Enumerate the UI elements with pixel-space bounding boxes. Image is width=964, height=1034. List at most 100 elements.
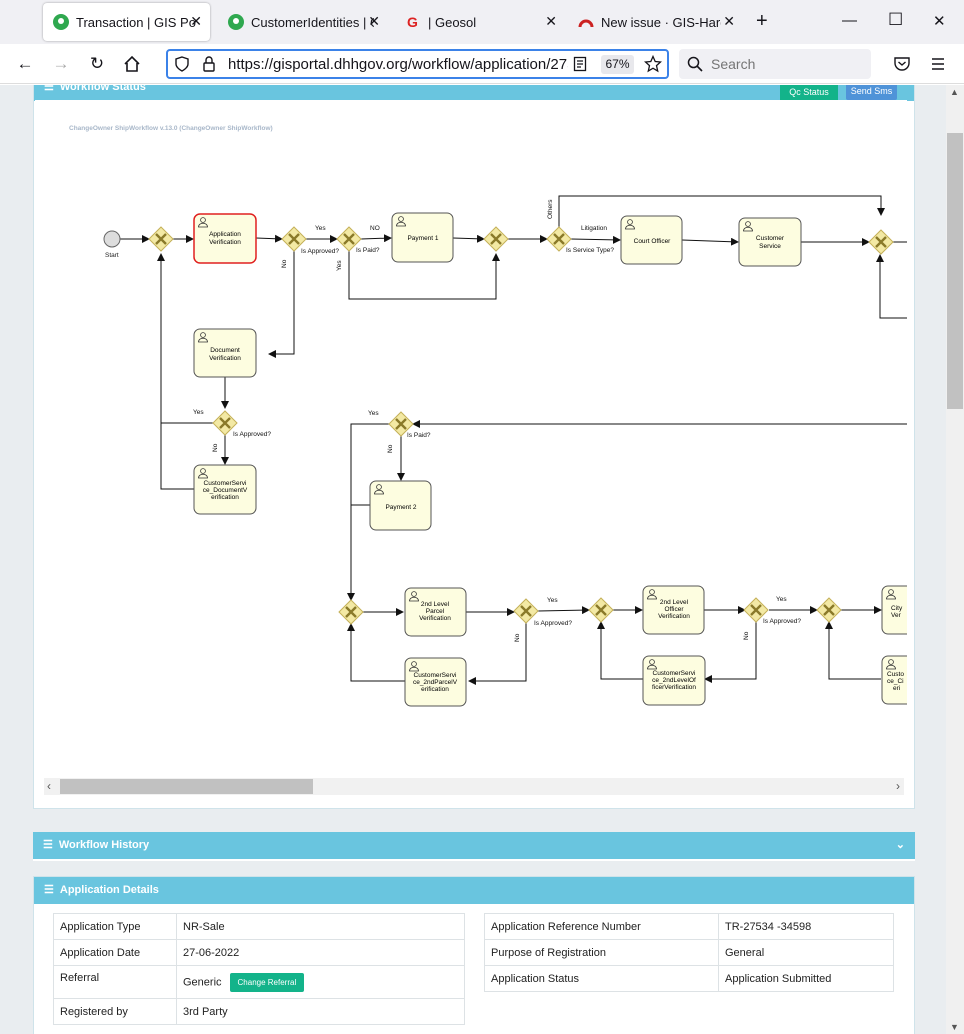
svg-text:G: G <box>407 14 418 30</box>
close-tab-icon[interactable]: ✕ <box>545 13 557 29</box>
svg-text:Document: Document <box>210 347 240 354</box>
application-details-header[interactable]: ☰Application Details <box>34 877 914 904</box>
scroll-left-icon[interactable]: ‹ <box>47 779 51 793</box>
qc-status-button[interactable]: Qc Status <box>780 85 838 102</box>
application-details-left-table: Application Type NR-Sale Application Dat… <box>53 913 465 1025</box>
task-city-verification[interactable]: City Ver <box>881 585 907 635</box>
workflow-status-header[interactable]: ☰Workflow Status <box>34 85 914 101</box>
window-close-icon[interactable]: ✕ <box>933 13 946 30</box>
gateway-merge-1[interactable] <box>147 225 175 253</box>
workflow-diagram-canvas[interactable]: ChangeOwner ShipWorkflow v.13.0 (ChangeO… <box>35 100 907 780</box>
reader-view-icon[interactable] <box>573 56 587 72</box>
diagram-horizontal-scrollbar[interactable]: ‹ › <box>44 778 904 795</box>
scrollbar-thumb[interactable] <box>947 133 963 409</box>
tab-transaction[interactable]: Transaction | GIS Portal ✕ <box>43 3 210 41</box>
task-customer-service-2nd-parcel-verification[interactable]: CustomerServi ce_2ndParcelV erification <box>404 657 467 707</box>
task-application-verification[interactable]: Application Verification <box>193 213 257 264</box>
task-2nd-level-parcel-verification[interactable]: 2nd Level Parcel Verification <box>404 587 467 637</box>
minimize-icon[interactable]: — <box>842 12 857 29</box>
shield-icon[interactable] <box>174 56 190 72</box>
svg-text:CustomerServi: CustomerServi <box>204 480 247 487</box>
scroll-right-icon[interactable]: › <box>896 779 900 793</box>
tab-label: CustomerIdentities | GIS <box>251 14 374 30</box>
gateway-merge-2[interactable] <box>482 225 510 253</box>
label-no-l2o: No <box>743 631 750 640</box>
detail-value: NR-Sale <box>176 913 465 940</box>
label-yes-paid-2: Yes <box>368 410 379 417</box>
back-arrow-icon[interactable]: ← <box>16 54 34 73</box>
task-customer-service[interactable]: Customer Service <box>738 217 802 267</box>
url-bar[interactable]: https://gisportal.dhhgov.org/workflow/ap… <box>166 49 669 79</box>
task-document-verification[interactable]: Document Verification <box>193 328 257 378</box>
svg-text:Application: Application <box>209 231 241 238</box>
tab-label: New issue · GIS-Hargeisa <box>601 14 721 30</box>
tab-label: Transaction | GIS Portal <box>76 14 196 30</box>
search-input[interactable] <box>709 55 859 73</box>
tab-new-issue[interactable]: New issue · GIS-Hargeisa ✕ <box>568 3 743 41</box>
task-2nd-level-officer-verification[interactable]: 2nd Level Officer Verification <box>642 585 705 635</box>
close-tab-icon[interactable]: ✕ <box>190 13 202 29</box>
chevron-down-icon[interactable]: ⌄ <box>895 839 905 851</box>
page-vertical-scrollbar[interactable]: ▲ ▼ <box>946 85 964 1034</box>
task-payment-1[interactable]: Payment 1 <box>391 212 454 263</box>
scrollbar-thumb[interactable] <box>60 779 313 794</box>
menu-icon[interactable] <box>930 56 946 72</box>
svg-text:2nd Level: 2nd Level <box>421 601 450 608</box>
change-referral-button[interactable]: Change Referral <box>229 972 305 992</box>
gis-portal-favicon-icon <box>228 14 244 30</box>
task-customer-service-document-verification[interactable]: CustomerServi ce_DocumentV erification <box>193 464 257 515</box>
forward-arrow-icon[interactable]: → <box>52 54 70 73</box>
close-tab-icon[interactable]: ✕ <box>368 13 380 29</box>
scroll-up-icon[interactable]: ▲ <box>950 87 959 97</box>
gateway-merge-3[interactable] <box>867 228 895 256</box>
label-yes-l2p: Yes <box>547 597 558 604</box>
page-content: ☰Workflow Status Qc Status Send Sms <box>0 85 946 1034</box>
label-others: Others <box>547 199 554 219</box>
gateway-merge-5[interactable] <box>587 596 615 624</box>
close-tab-icon[interactable]: ✕ <box>723 13 735 29</box>
task-payment-2[interactable]: Payment 2 <box>369 480 432 531</box>
scroll-down-icon[interactable]: ▼ <box>950 1022 959 1032</box>
label-is-paid-1: Is Paid? <box>356 247 380 254</box>
pocket-icon[interactable] <box>893 55 911 73</box>
detail-label: Application Reference Number <box>484 913 719 940</box>
label-no-doc: No <box>212 443 219 452</box>
reload-icon[interactable]: ↻ <box>89 54 105 73</box>
bookmark-star-icon[interactable] <box>644 55 662 73</box>
lock-icon[interactable] <box>202 56 216 72</box>
detail-label: Application Date <box>53 939 177 966</box>
label-yes-doc: Yes <box>193 409 204 416</box>
task-customer-service-2nd-level-officer-verification[interactable]: CustomerServi ce_2ndLevelOf ficerVerific… <box>642 655 706 706</box>
label-is-approved-l2o: Is Approved? <box>763 618 801 625</box>
svg-text:ce_2ndParcelV: ce_2ndParcelV <box>413 679 458 686</box>
label-no-l2p: No <box>514 633 521 642</box>
svg-text:CustomerServi: CustomerServi <box>653 670 696 677</box>
tab-geosol[interactable]: G | Geosol ✕ <box>395 3 565 41</box>
label-is-approved-doc: Is Approved? <box>233 431 271 438</box>
tab-customer-identities[interactable]: CustomerIdentities | GIS ✕ <box>218 3 388 41</box>
home-icon[interactable] <box>121 53 143 75</box>
table-row: Application Status Application Submitted <box>484 965 894 992</box>
maximize-icon[interactable]: ☐ <box>888 10 904 29</box>
zoom-level[interactable]: 67% <box>601 55 634 74</box>
label-litigation: Litigation <box>581 225 607 232</box>
send-sms-button[interactable]: Send Sms <box>846 85 897 100</box>
application-details-right-table: Application Reference Number TR-27534 -3… <box>484 913 894 992</box>
gateway-merge-4[interactable] <box>337 598 365 626</box>
task-customer-service-city-verification[interactable]: Custo ce_Ci eri <box>881 655 907 705</box>
label-yes-vertical: Yes <box>336 260 343 271</box>
new-tab-plus-icon[interactable]: + <box>756 10 768 32</box>
table-row: Application Type NR-Sale <box>53 913 465 940</box>
label-yes-l2o: Yes <box>776 596 787 603</box>
gateway-merge-6[interactable] <box>815 596 843 624</box>
svg-text:ficerVerification: ficerVerification <box>652 684 696 691</box>
svg-text:ce_Ci: ce_Ci <box>887 678 904 685</box>
detail-value: TR-27534 -34598 <box>718 913 894 940</box>
table-row: Application Date 27-06-2022 <box>53 939 465 966</box>
search-box[interactable] <box>679 49 871 79</box>
workflow-history-header[interactable]: ☰Workflow History ⌄ <box>33 832 915 859</box>
start-event[interactable] <box>103 230 121 248</box>
task-court-officer[interactable]: Court Officer <box>620 215 683 265</box>
url-text[interactable]: https://gisportal.dhhgov.org/workflow/ap… <box>228 56 568 73</box>
label-is-service-type: Is Service Type? <box>566 247 614 254</box>
